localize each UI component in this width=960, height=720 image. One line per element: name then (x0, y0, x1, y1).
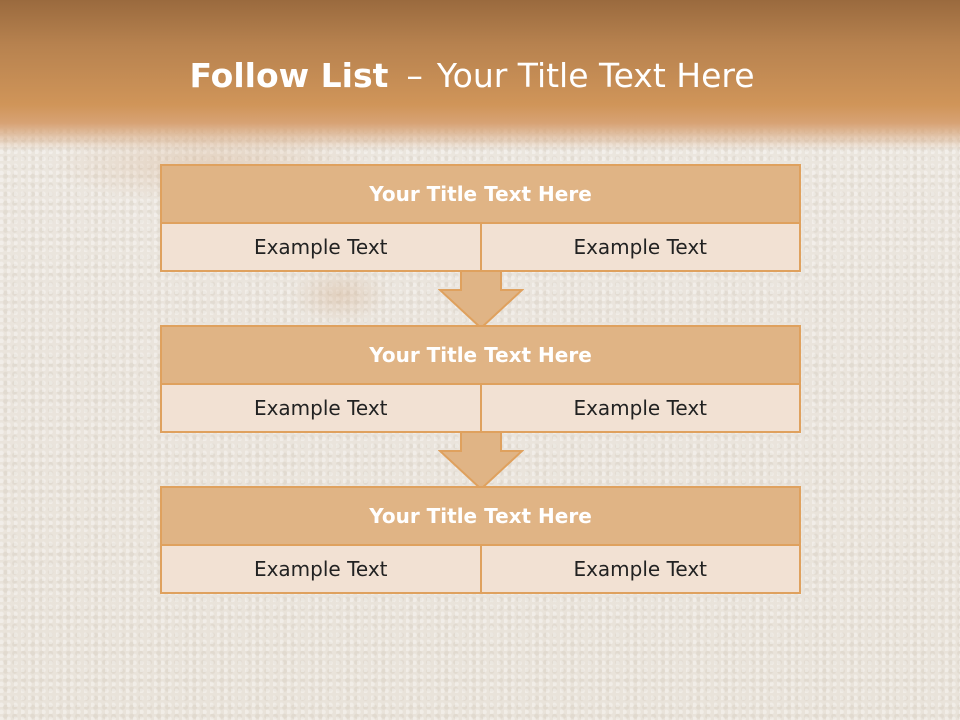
step-block-cell-right: Example Text (479, 546, 800, 592)
step-block-3: Your Title Text Here Example Text Exampl… (160, 486, 801, 594)
header-band (0, 0, 960, 150)
step-block-1: Your Title Text Here Example Text Exampl… (160, 164, 801, 272)
step-block-cell-right: Example Text (479, 385, 800, 431)
step-block-cell-left: Example Text (253, 396, 388, 420)
step-block-row: Example Text Example Text (162, 385, 799, 431)
page-title-bold: Follow List (189, 56, 389, 95)
step-block-row: Example Text Example Text (162, 224, 799, 270)
page-title-dash: – (406, 56, 423, 95)
page-title: Follow List–Your Title Text Here (0, 54, 944, 98)
down-arrow-icon (438, 431, 524, 491)
down-arrow-icon (438, 270, 524, 330)
step-block-row: Example Text Example Text (162, 546, 799, 592)
page-title-rest: Your Title Text Here (436, 56, 755, 95)
step-block-title: Your Title Text Here (162, 327, 799, 385)
step-block-cell-right: Example Text (479, 224, 800, 270)
step-block-2: Your Title Text Here Example Text Exampl… (160, 325, 801, 433)
step-block-cell-left: Example Text (253, 557, 388, 581)
step-block-title: Your Title Text Here (162, 166, 799, 224)
step-block-title: Your Title Text Here (162, 488, 799, 546)
step-block-cell-left: Example Text (253, 235, 388, 259)
